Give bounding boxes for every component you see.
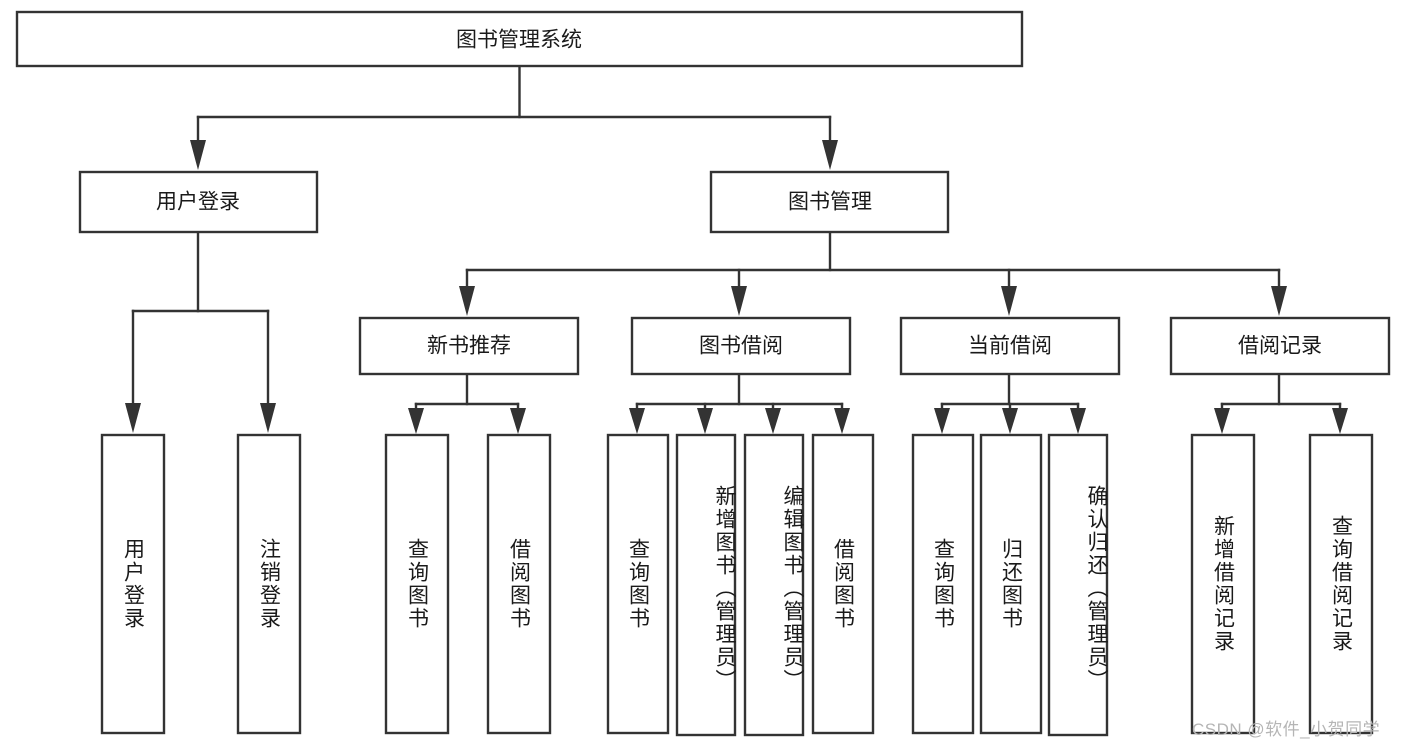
node-leaf-borrow-book-2-box[interactable] — [811, 433, 875, 735]
node-leaf-add-record-box[interactable] — [1190, 433, 1256, 735]
node-root-label: 图书管理系统 — [456, 29, 582, 52]
arrowhead-leaf-edit-book — [765, 408, 781, 434]
node-leaf-add-book-box[interactable] — [675, 433, 737, 737]
node-book-borrow-label: 图书借阅 — [699, 335, 783, 358]
node-root[interactable]: 图书管理系统 — [15, 10, 1024, 68]
node-user-login[interactable]: 用户登录 — [78, 170, 319, 234]
node-book-borrow[interactable]: 图书借阅 — [630, 316, 852, 376]
node-new-book-recommend-box[interactable] — [358, 316, 580, 376]
node-leaf-query-book-3-box[interactable] — [911, 433, 975, 735]
node-user-login-box[interactable] — [78, 170, 319, 234]
node-user-login-label: 用户登录 — [156, 191, 240, 214]
node-book-manage[interactable]: 图书管理 — [709, 170, 950, 234]
arrowhead-leaf-user-login — [125, 403, 141, 433]
node-leaf-query-book-1-box[interactable] — [384, 433, 450, 735]
node-leaf-user-logout-box[interactable] — [236, 433, 302, 735]
arrowhead-borrow-record — [1271, 286, 1287, 316]
node-current-borrow[interactable]: 当前借阅 — [899, 316, 1121, 376]
arrowhead-new-book-recommend — [459, 286, 475, 316]
node-new-book-recommend[interactable]: 新书推荐 — [358, 316, 580, 376]
arrowhead-leaf-confirm-return — [1070, 408, 1086, 434]
node-book-manage-box[interactable] — [709, 170, 950, 234]
arrowhead-current-borrow — [1001, 286, 1017, 316]
node-leaf-user-login-box[interactable] — [100, 433, 166, 735]
node-leaf-return-book-box[interactable] — [979, 433, 1043, 735]
connector-group — [125, 64, 1348, 434]
arrowhead-leaf-query-book-1 — [408, 408, 424, 434]
arrowhead-user-login — [190, 140, 206, 170]
node-leaf-confirm-return-box[interactable] — [1047, 433, 1109, 737]
arrowhead-leaf-query-book-2 — [629, 408, 645, 434]
node-current-borrow-box[interactable] — [899, 316, 1121, 376]
node-book-borrow-box[interactable] — [630, 316, 852, 376]
arrowhead-leaf-add-book — [697, 408, 713, 434]
node-leaf-borrow-book-1-box[interactable] — [486, 433, 552, 735]
node-leaf-query-record-box[interactable] — [1308, 433, 1374, 735]
arrowhead-book-borrow — [731, 286, 747, 316]
csdn-watermark: CSDN @软件_小贺同学 — [1192, 720, 1381, 739]
node-book-manage-label: 图书管理 — [788, 191, 872, 214]
arrowhead-leaf-return-book — [1002, 408, 1018, 434]
arrowhead-leaf-borrow-book-2 — [834, 408, 850, 434]
node-leaf-query-book-2-box[interactable] — [606, 433, 670, 735]
node-current-borrow-label: 当前借阅 — [968, 335, 1052, 358]
node-leaf-edit-book-box[interactable] — [743, 433, 805, 737]
arrowhead-leaf-add-record — [1214, 408, 1230, 434]
node-new-book-recommend-label: 新书推荐 — [427, 335, 511, 358]
node-borrow-record[interactable]: 借阅记录 — [1169, 316, 1391, 376]
node-borrow-record-label: 借阅记录 — [1238, 335, 1322, 358]
arrowhead-leaf-query-book-3 — [934, 408, 950, 434]
arrowhead-leaf-user-logout — [260, 403, 276, 433]
arrowhead-leaf-query-record — [1332, 408, 1348, 434]
arrowhead-leaf-borrow-book-1 — [510, 408, 526, 434]
arrowhead-book-manage — [822, 140, 838, 170]
node-root-box[interactable] — [15, 10, 1024, 68]
node-borrow-record-box[interactable] — [1169, 316, 1391, 376]
